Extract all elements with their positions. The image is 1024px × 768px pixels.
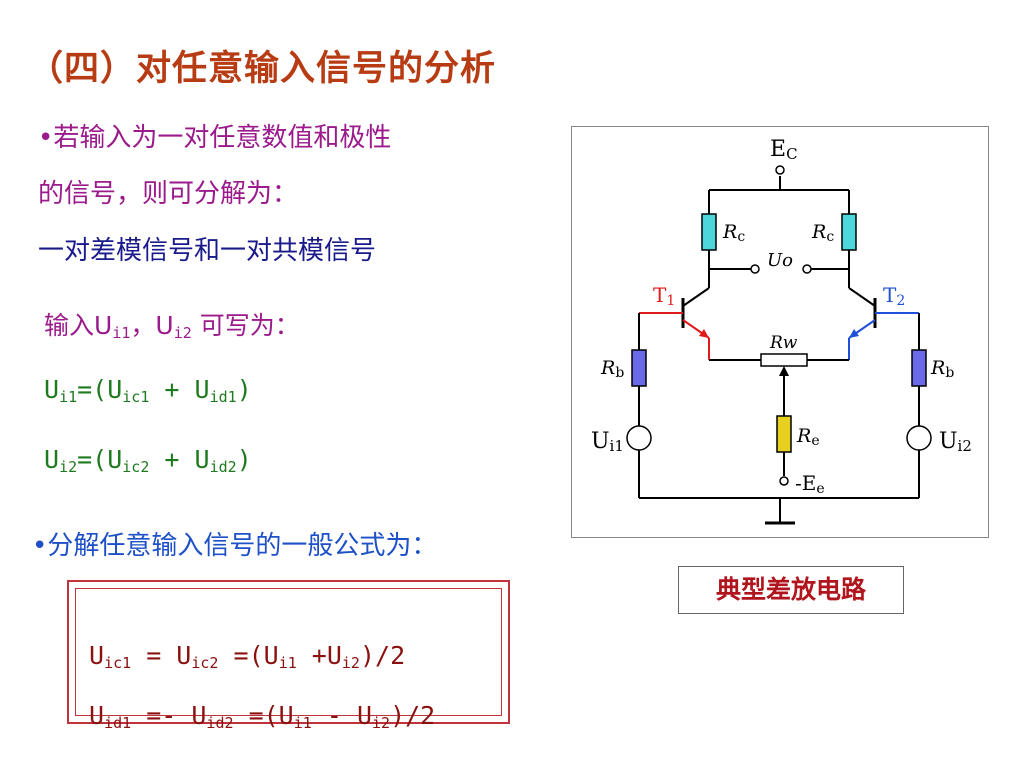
general-formula-heading: •分解任意输入信号的一般公式为： (32, 531, 438, 561)
uo-left-terminal (750, 264, 760, 274)
re-label: Re (796, 425, 820, 449)
t2-emitter-arrow (849, 329, 859, 338)
equation-ui2: Ui2=(Uic2 + Uid2) (44, 445, 252, 476)
t2-label: T2 (883, 283, 905, 309)
rc-left-resistor (701, 213, 717, 251)
rc-right-resistor (841, 213, 857, 251)
rb-right-label: Rb (930, 357, 954, 381)
ec-label: EC (770, 137, 798, 163)
rb-left-label: Rb (600, 357, 624, 381)
t1-emitter-arrow (699, 329, 709, 338)
ui1-label: Ui1 (591, 429, 624, 455)
ui2-source (906, 425, 932, 451)
rc-right-label: Rc (811, 221, 834, 245)
re-resistor (776, 415, 792, 453)
formula-box (67, 580, 510, 724)
rw-resistor (760, 353, 808, 367)
differential-amplifier-circuit: EC Rc Rc Uo T1 T2 Rw Re -Ee Rb Ui1 (591, 137, 972, 525)
formula-common-mode: Uic1 = Uic2 =(Ui1 +Ui2)/2 (89, 641, 406, 672)
rc-left-label: Rc (722, 221, 745, 245)
t1-collector (682, 287, 710, 307)
formula-differential-mode: Uid1 =- Uid2 =(Ui1 - Ui2)/2 (89, 701, 436, 732)
equation-ui1: Ui1=(Uic1 + Uid1) (44, 375, 252, 406)
uo-label: Uo (767, 250, 793, 271)
ui2-label: Ui2 (939, 429, 972, 455)
rb-left-resistor (631, 349, 647, 387)
intro-line-2: 的信号，则可分解为： (38, 179, 299, 209)
t1-label: T1 (653, 283, 675, 309)
page-title: （四）对任意输入信号的分析 (28, 49, 497, 89)
input-label: 输入Ui1，Ui2 可写为： (44, 311, 300, 342)
formula-box-inner-border (75, 588, 502, 716)
intro-line-3: 一对差模信号和一对共模信号 (38, 236, 377, 266)
ee-label: -Ee (795, 471, 825, 497)
t2-collector (848, 287, 876, 307)
ec-terminal (775, 165, 785, 175)
intro-line-1: •若输入为一对任意数值和极性 (38, 123, 392, 153)
circuit-caption: 典型差放电路 (678, 566, 904, 614)
ui1-source (626, 425, 652, 451)
rw-label: Rw (769, 333, 798, 353)
ee-terminal (779, 476, 789, 486)
uo-right-terminal (802, 264, 812, 274)
rw-wiper-arrow (779, 366, 789, 376)
rb-right-resistor (911, 349, 927, 387)
